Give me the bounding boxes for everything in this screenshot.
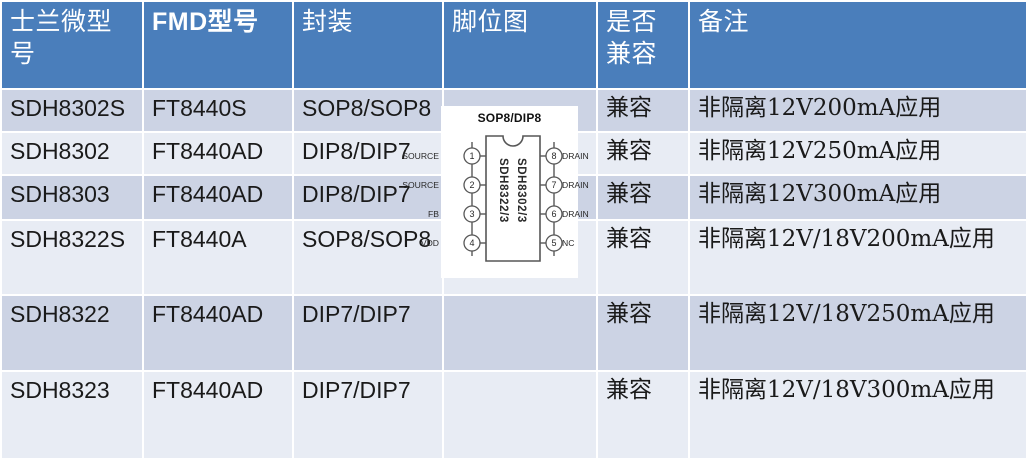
cell-package: DIP7/DIP7 bbox=[294, 296, 442, 370]
cell-remark: 非隔离12V/18V300mA应用 bbox=[690, 371, 1026, 458]
chip-label-right: SDH8302/3 bbox=[515, 158, 527, 223]
cell-package: DIP7/DIP7 bbox=[294, 371, 442, 458]
cell-sl-part: SDH8323 bbox=[2, 371, 142, 458]
cell-remark: 非隔离12V/18V250mA应用 bbox=[690, 296, 1026, 370]
pin-label-1-source: SOURCE bbox=[402, 151, 439, 161]
cell-fmd-part: FT8440AD bbox=[144, 296, 292, 370]
cell-sl-part: SDH8303 bbox=[2, 176, 142, 220]
pin-label-4-vdd: VDD bbox=[420, 238, 439, 248]
cell-sl-part: SDH8322S bbox=[2, 221, 142, 295]
cell-fmd-part: FT8440AD bbox=[144, 371, 292, 458]
cell-pinout bbox=[444, 296, 596, 370]
table-row: SDH8303 FT8440AD DIP8/DIP7 兼容 非隔离12V300m… bbox=[2, 176, 1026, 220]
cell-sl-part: SDH8302 bbox=[2, 132, 142, 175]
pin-number-3: 3 bbox=[469, 209, 475, 219]
pin-label-2-source: SOURCE bbox=[402, 180, 439, 190]
cell-fmd-part: FT8440S bbox=[144, 90, 292, 131]
column-header-sl-part: 士兰微型号 bbox=[2, 2, 142, 88]
cell-fmd-part: FT8440A bbox=[144, 221, 292, 295]
column-header-remark: 备注 bbox=[690, 2, 1026, 88]
pin-label-7-drain: DRAIN bbox=[562, 180, 589, 190]
table-row: SDH8323 FT8440AD DIP7/DIP7 兼容 非隔离12V/18V… bbox=[2, 371, 1026, 458]
pin-number-1: 1 bbox=[469, 151, 475, 161]
pin-number-5: 5 bbox=[551, 238, 557, 248]
cell-remark: 非隔离12V250mA应用 bbox=[690, 132, 1026, 175]
cell-compatible: 兼容 bbox=[598, 296, 688, 370]
cell-package: DIP8/DIP7 bbox=[294, 132, 442, 175]
cell-remark: 非隔离12V300mA应用 bbox=[690, 176, 1026, 220]
cell-fmd-part: FT8440AD bbox=[144, 132, 292, 175]
pin-number-7: 7 bbox=[551, 180, 557, 190]
cell-pinout bbox=[444, 371, 596, 458]
cell-remark: 非隔离12V/18V200mA应用 bbox=[690, 221, 1026, 295]
cell-package: DIP8/DIP7 bbox=[294, 176, 442, 220]
cell-package: SOP8/SOP8 bbox=[294, 221, 442, 295]
pin-number-2: 2 bbox=[469, 180, 475, 190]
cell-compatible: 兼容 bbox=[598, 221, 688, 295]
cell-package: SOP8/SOP8 bbox=[294, 90, 442, 131]
pinout-chip-outline-icon bbox=[463, 135, 563, 262]
pin-label-6-drain: DRAIN bbox=[562, 209, 589, 219]
column-header-compatible: 是否兼容 bbox=[598, 2, 688, 88]
table-row: SDH8302S FT8440S SOP8/SOP8 兼容 非隔离12V200m… bbox=[2, 90, 1026, 131]
pin-number-4: 4 bbox=[469, 238, 475, 248]
pin-label-3-fb: FB bbox=[428, 209, 439, 219]
cell-compatible: 兼容 bbox=[598, 176, 688, 220]
pin-label-8-drain: DRAIN bbox=[562, 151, 589, 161]
table-body: SDH8302S FT8440S SOP8/SOP8 兼容 非隔离12V200m… bbox=[2, 90, 1026, 458]
cell-remark: 非隔离12V200mA应用 bbox=[690, 90, 1026, 131]
cell-sl-part: SDH8302S bbox=[2, 90, 142, 131]
cell-fmd-part: FT8440AD bbox=[144, 176, 292, 220]
chip-label-left: SDH8322/3 bbox=[497, 158, 509, 223]
cell-sl-part: SDH8322 bbox=[2, 296, 142, 370]
pinout-title: SOP8/DIP8 bbox=[477, 111, 542, 125]
table-row: SDH8322 FT8440AD DIP7/DIP7 兼容 非隔离12V/18V… bbox=[2, 296, 1026, 370]
header-row: 士兰微型号 FMD型号 封装 脚位图 是否兼容 备注 bbox=[2, 2, 1026, 88]
pin-number-6: 6 bbox=[551, 209, 557, 219]
cell-compatible: 兼容 bbox=[598, 90, 688, 131]
pin-number-8: 8 bbox=[551, 151, 557, 161]
column-header-package: 封装 bbox=[294, 2, 442, 88]
cell-compatible: 兼容 bbox=[598, 132, 688, 175]
column-header-fmd-part: FMD型号 bbox=[144, 2, 292, 88]
pin-label-5-nc: NC bbox=[562, 238, 575, 248]
column-header-pinout: 脚位图 bbox=[444, 2, 596, 88]
table-header: 士兰微型号 FMD型号 封装 脚位图 是否兼容 备注 bbox=[2, 2, 1026, 88]
pinout-diagram: SOP8/DIP8 SDH8322/3 bbox=[402, 106, 589, 278]
cell-compatible: 兼容 bbox=[598, 371, 688, 458]
